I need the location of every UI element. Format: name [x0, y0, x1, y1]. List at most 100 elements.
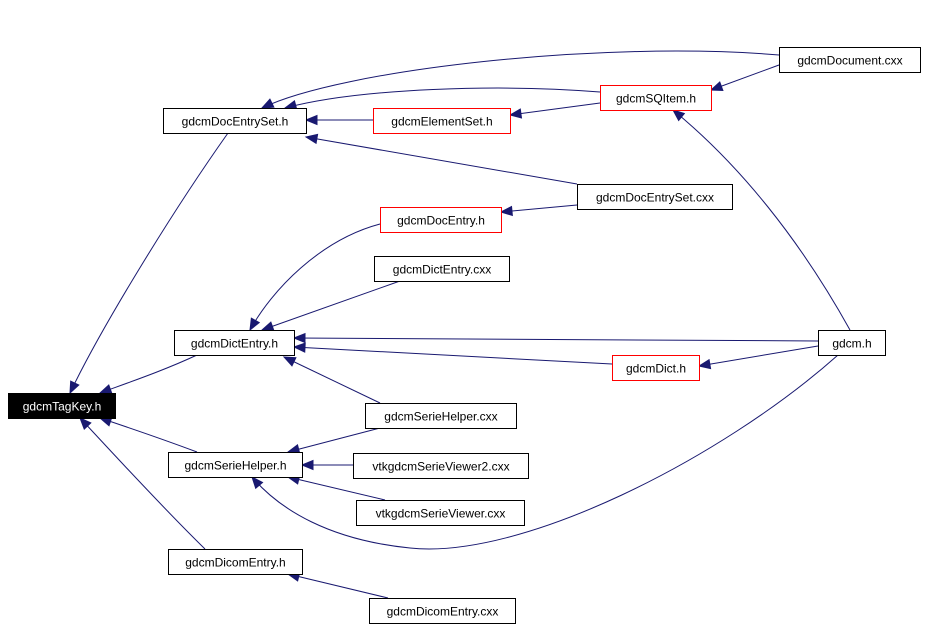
- node-docentryset-cxx[interactable]: gdcmDocEntrySet.cxx: [577, 184, 733, 210]
- node-sqitem-h-label: gdcmSQItem.h: [616, 92, 696, 106]
- edge-seriehelper-cxx-to-dictentry-h: [282, 356, 381, 404]
- node-dictentry-h[interactable]: gdcmDictEntry.h: [174, 330, 295, 356]
- node-dictentry-h-box[interactable]: [174, 330, 295, 356]
- edge-gdcm-h-to-seriehelper-h-line: [251, 354, 839, 550]
- node-seriehelper-h-label: gdcmSerieHelper.h: [184, 459, 286, 473]
- node-seriehelper-h-box[interactable]: [168, 452, 303, 478]
- node-docentryset-h-box[interactable]: [163, 108, 307, 134]
- node-dicomentry-h-box[interactable]: [168, 549, 303, 575]
- edge-dictentry-cxx-to-dictentry-h: [260, 280, 401, 332]
- edge-docentry-h-to-dictentry-h: [249, 223, 381, 332]
- node-document-cxx[interactable]: gdcmDocument.cxx: [779, 47, 921, 73]
- edge-gdcm-h-to-dict-h: [697, 345, 819, 370]
- node-docentry-h-label: gdcmDocEntry.h: [397, 214, 485, 228]
- node-dicomentry-cxx[interactable]: gdcmDicomEntry.cxx: [369, 598, 516, 624]
- edge-dictentry-h-to-tagkey-arrowhead: [98, 384, 113, 394]
- edge-dict-h-to-dictentry-h: [292, 342, 613, 365]
- nodes-layer: gdcmTagKey.h gdcmDocEntrySet.h gdcmDictEnt…: [8, 47, 921, 624]
- edge-seriehelper-cxx-to-seriehelper-h: [286, 427, 381, 455]
- edge-dicomentry-cxx-to-dicomentry-h-line: [287, 573, 389, 599]
- node-vtkviewer-cxx-box[interactable]: [356, 500, 525, 526]
- edge-seriehelper-h-to-tagkey: [98, 416, 198, 453]
- edge-dicomentry-h-to-tagkey: [79, 417, 206, 550]
- node-docentry-h[interactable]: gdcmDocEntry.h: [380, 207, 502, 233]
- edge-gdcm-h-to-dict-h-arrowhead: [697, 358, 712, 370]
- node-dicomentry-cxx-box[interactable]: [369, 598, 516, 624]
- edge-gdcm-h-to-sqitem-h: [671, 109, 851, 331]
- node-docentry-h-box[interactable]: [380, 207, 502, 233]
- node-sqitem-h-box[interactable]: [600, 85, 712, 111]
- edge-elementset-h-to-docentryset-h-arrowhead: [304, 114, 318, 126]
- node-gdcm-h-box[interactable]: [818, 330, 886, 356]
- edge-document-cxx-to-docentryset-h-line: [261, 50, 780, 109]
- node-vtkviewer2-cxx[interactable]: vtkgdcmSerieViewer2.cxx: [353, 453, 529, 479]
- node-vtkviewer-cxx-label: vtkgdcmSerieViewer.cxx: [376, 507, 506, 521]
- edge-dictentry-cxx-to-dictentry-h-arrowhead: [260, 321, 275, 332]
- edge-vtkviewer2-cxx-to-seriehelper-h-arrowhead: [300, 459, 314, 471]
- node-dict-h-box[interactable]: [612, 355, 700, 381]
- edge-gdcm-h-to-dict-h-line: [698, 345, 819, 367]
- edge-docentryset-h-to-tagkey-arrowhead: [69, 380, 80, 395]
- edges-layer: [69, 50, 851, 599]
- node-elementset-h-label: gdcmElementSet.h: [391, 115, 492, 129]
- node-elementset-h-box[interactable]: [373, 108, 511, 134]
- edge-document-cxx-to-docentryset-h-arrowhead: [260, 98, 275, 109]
- node-docentryset-cxx-box[interactable]: [577, 184, 733, 210]
- node-tagkey-box[interactable]: [8, 393, 116, 419]
- edge-docentry-h-to-dictentry-h-line: [249, 223, 381, 331]
- edge-dicomentry-cxx-to-dicomentry-h: [286, 571, 389, 599]
- edge-document-cxx-to-docentryset-h: [260, 50, 780, 109]
- node-docentryset-h[interactable]: gdcmDocEntrySet.h: [163, 108, 307, 134]
- node-dicomentry-h-label: gdcmDicomEntry.h: [185, 556, 285, 570]
- edge-dictentry-h-to-tagkey-line: [99, 354, 198, 394]
- edge-document-cxx-to-sqitem-h-arrowhead: [709, 81, 724, 91]
- edge-docentryset-cxx-to-docentryset-h-arrowhead: [304, 133, 319, 145]
- node-dicomentry-cxx-label: gdcmDicomEntry.cxx: [387, 605, 499, 619]
- edge-seriehelper-cxx-to-dictentry-h-line: [283, 356, 381, 404]
- edge-dicomentry-h-to-tagkey-arrowhead: [79, 417, 92, 430]
- edge-elementset-h-to-docentryset-h: [304, 114, 373, 126]
- node-vtkviewer2-cxx-box[interactable]: [353, 453, 529, 479]
- edge-docentryset-h-to-tagkey-line: [69, 132, 229, 394]
- edge-dictentry-cxx-to-dictentry-h-line: [261, 280, 401, 331]
- node-dictentry-cxx-box[interactable]: [374, 256, 510, 282]
- node-elementset-h[interactable]: gdcmElementSet.h: [373, 108, 511, 134]
- node-document-cxx-box[interactable]: [779, 47, 921, 73]
- node-dictentry-cxx[interactable]: gdcmDictEntry.cxx: [374, 256, 510, 282]
- node-dict-h[interactable]: gdcmDict.h: [612, 355, 700, 381]
- edge-dict-h-to-dictentry-h-line: [293, 346, 613, 365]
- edge-gdcm-h-to-sqitem-h-arrowhead: [671, 109, 686, 122]
- edge-sqitem-h-to-docentryset-h: [283, 87, 601, 111]
- node-vtkviewer-cxx[interactable]: vtkgdcmSerieViewer.cxx: [356, 500, 525, 526]
- node-seriehelper-cxx-box[interactable]: [365, 403, 517, 429]
- edge-docentryset-h-to-tagkey: [69, 132, 229, 395]
- node-dicomentry-h[interactable]: gdcmDicomEntry.h: [168, 549, 303, 575]
- node-gdcm-h[interactable]: gdcm.h: [818, 330, 886, 356]
- edge-docentry-h-to-dictentry-h-arrowhead: [249, 317, 261, 332]
- node-docentryset-cxx-label: gdcmDocEntrySet.cxx: [596, 191, 714, 205]
- edge-dicomentry-h-to-tagkey-line: [79, 417, 206, 550]
- node-dictentry-h-label: gdcmDictEntry.h: [191, 337, 278, 351]
- node-tagkey[interactable]: gdcmTagKey.h: [8, 393, 116, 419]
- edge-docentryset-cxx-to-docentryset-h: [304, 133, 578, 185]
- edge-vtkviewer-cxx-to-seriehelper-h-line: [287, 476, 386, 501]
- edge-gdcm-h-to-seriehelper-h: [251, 354, 839, 550]
- node-tagkey-label: gdcmTagKey.h: [23, 400, 102, 414]
- edge-vtkviewer2-cxx-to-seriehelper-h: [300, 459, 353, 471]
- node-dict-h-label: gdcmDict.h: [626, 362, 686, 376]
- edge-document-cxx-to-sqitem-h: [709, 64, 780, 91]
- edge-seriehelper-cxx-to-seriehelper-h-line: [287, 427, 381, 453]
- node-seriehelper-h[interactable]: gdcmSerieHelper.h: [168, 452, 303, 478]
- edge-gdcm-h-to-dictentry-h: [292, 332, 819, 344]
- node-seriehelper-cxx[interactable]: gdcmSerieHelper.cxx: [365, 403, 517, 429]
- node-sqitem-h[interactable]: gdcmSQItem.h: [600, 85, 712, 111]
- edge-gdcm-h-to-dictentry-h-line: [293, 337, 819, 342]
- edge-gdcm-h-to-sqitem-h-line: [672, 109, 851, 331]
- edge-gdcm-h-to-seriehelper-h-arrowhead: [251, 475, 264, 490]
- node-vtkviewer2-cxx-label: vtkgdcmSerieViewer2.cxx: [372, 460, 509, 474]
- edge-docentryset-cxx-to-docentry-h: [499, 204, 578, 217]
- edge-dict-h-to-dictentry-h-arrowhead: [292, 342, 306, 353]
- edge-sqitem-h-to-elementset-h: [508, 102, 601, 119]
- edge-seriehelper-cxx-to-dictentry-h-arrowhead: [282, 356, 297, 367]
